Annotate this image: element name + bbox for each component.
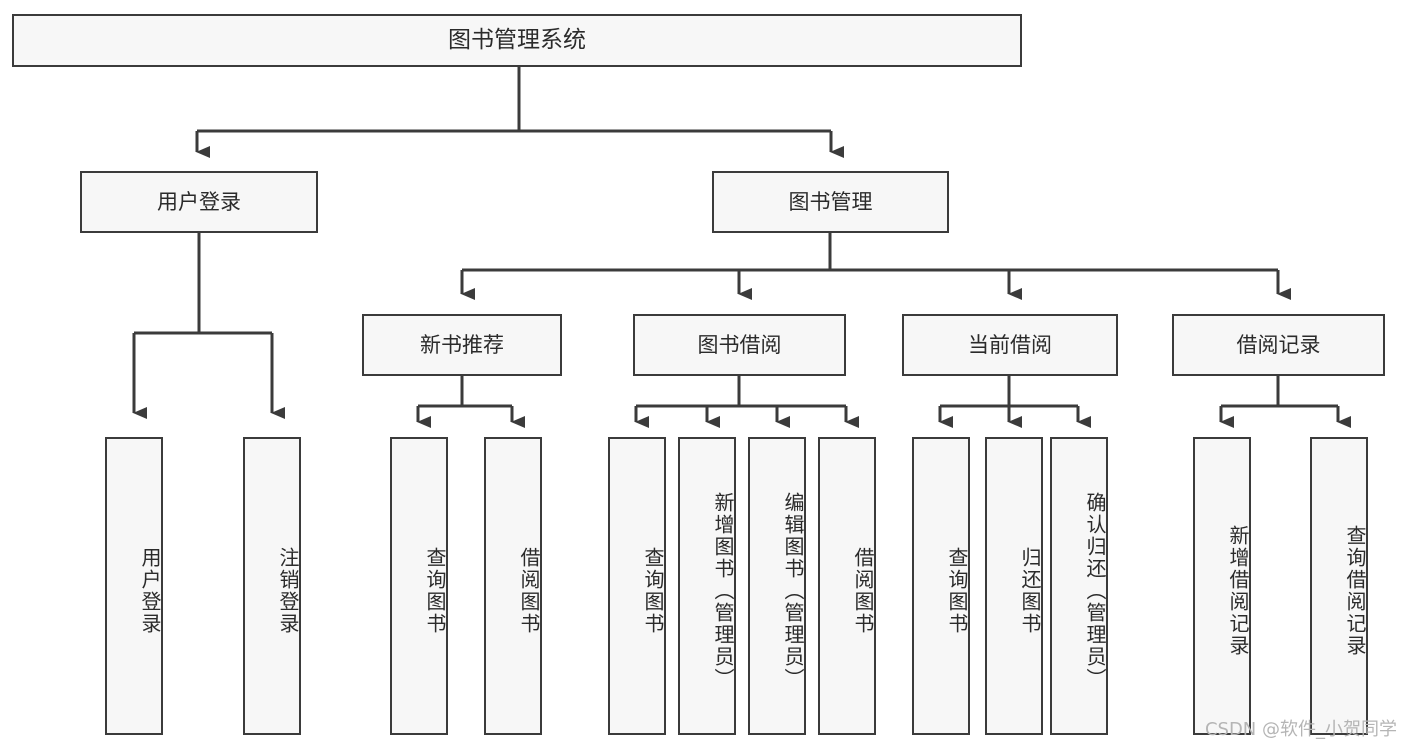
node-leaf-edit-book[interactable]: 编辑图书（管理员） — [748, 437, 806, 735]
node-leaf-confirm-return[interactable]: 确认归还（管理员） — [1050, 437, 1108, 735]
node-leaf-edit-book-label: 编辑图书（管理员） — [781, 492, 805, 690]
node-leaf-add-record-label: 新增借阅记录 — [1226, 525, 1250, 657]
node-leaf-add-book[interactable]: 新增图书（管理员） — [678, 437, 736, 735]
node-user-login-label: 用户登录 — [157, 189, 241, 214]
node-leaf-user-login[interactable]: 用户登录 — [105, 437, 163, 735]
node-leaf-borrow-book-1-label: 借阅图书 — [517, 547, 541, 635]
node-leaf-query-book-3[interactable]: 查询图书 — [912, 437, 970, 735]
node-leaf-add-book-label: 新增图书（管理员） — [711, 492, 735, 690]
node-book-manage[interactable]: 图书管理 — [712, 171, 949, 233]
node-borrow-record-label: 借阅记录 — [1236, 332, 1321, 357]
node-root[interactable]: 图书管理系统 — [12, 14, 1022, 67]
node-leaf-return-book-label: 归还图书 — [1018, 547, 1042, 635]
node-leaf-logout-login-label: 注销登录 — [276, 547, 300, 635]
node-leaf-borrow-book-2-label: 借阅图书 — [851, 547, 875, 635]
node-user-login[interactable]: 用户登录 — [80, 171, 318, 233]
node-leaf-borrow-book-1[interactable]: 借阅图书 — [484, 437, 542, 735]
node-leaf-query-record[interactable]: 查询借阅记录 — [1310, 437, 1368, 735]
node-book-borrow[interactable]: 图书借阅 — [633, 314, 846, 376]
node-leaf-query-book-2[interactable]: 查询图书 — [608, 437, 666, 735]
node-leaf-query-book-3-label: 查询图书 — [945, 547, 969, 635]
node-leaf-query-book-2-label: 查询图书 — [641, 547, 665, 635]
node-leaf-user-login-label: 用户登录 — [138, 547, 162, 635]
node-leaf-return-book[interactable]: 归还图书 — [985, 437, 1043, 735]
node-leaf-confirm-return-label: 确认归还（管理员） — [1083, 492, 1107, 690]
node-leaf-borrow-book-2[interactable]: 借阅图书 — [818, 437, 876, 735]
node-leaf-query-book-1-label: 查询图书 — [423, 547, 447, 635]
node-book-borrow-label: 图书借阅 — [697, 332, 782, 357]
node-leaf-logout-login[interactable]: 注销登录 — [243, 437, 301, 735]
node-borrow-record[interactable]: 借阅记录 — [1172, 314, 1385, 376]
node-leaf-add-record[interactable]: 新增借阅记录 — [1193, 437, 1251, 735]
node-current-borrow-label: 当前借阅 — [968, 332, 1052, 357]
node-root-label: 图书管理系统 — [448, 26, 586, 53]
watermark: CSDN @软件_小贺同学 — [1204, 719, 1397, 740]
node-leaf-query-book-1[interactable]: 查询图书 — [390, 437, 448, 735]
node-book-manage-label: 图书管理 — [788, 189, 873, 214]
node-current-borrow[interactable]: 当前借阅 — [902, 314, 1118, 376]
node-new-book-recommend[interactable]: 新书推荐 — [362, 314, 562, 376]
node-leaf-query-record-label: 查询借阅记录 — [1343, 525, 1367, 657]
node-new-book-recommend-label: 新书推荐 — [420, 332, 504, 357]
